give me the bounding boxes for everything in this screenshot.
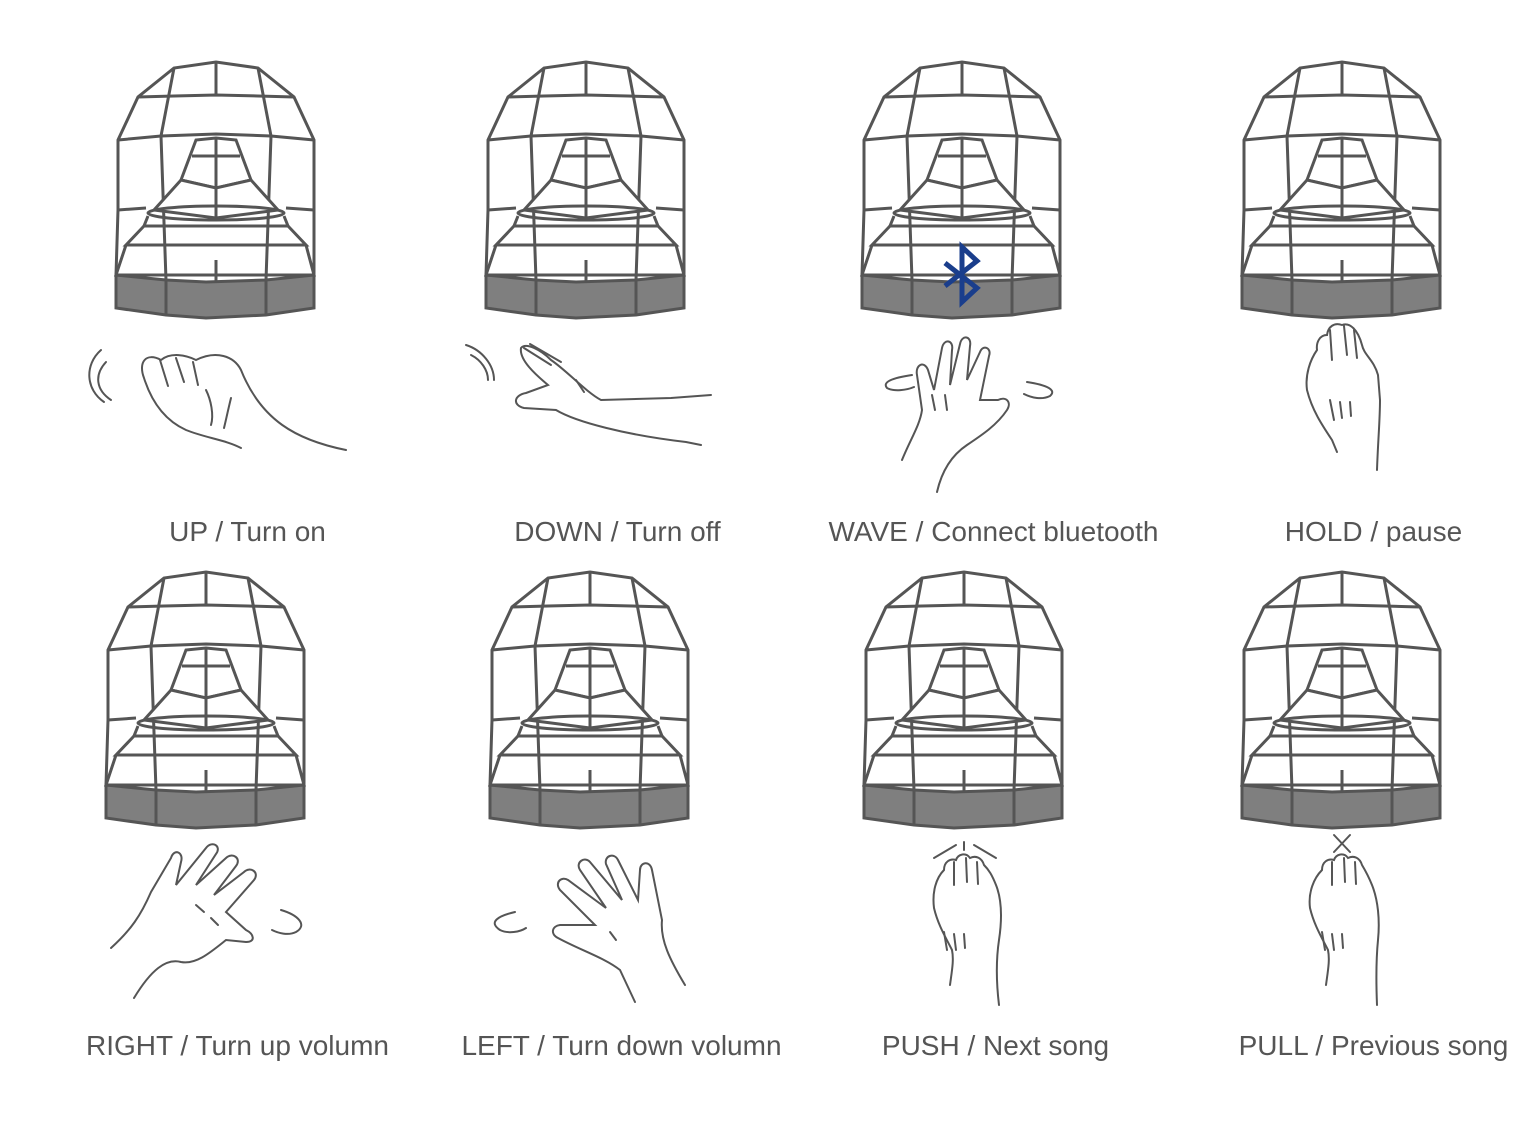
hand-left-icon <box>493 854 686 1003</box>
gesture-label: UP / Turn on <box>169 516 326 547</box>
gesture-label: RIGHT / Turn up volumn <box>86 1030 389 1061</box>
hand-down-icon <box>465 343 712 446</box>
gesture-label: PUSH / Next song <box>881 1030 1110 1061</box>
gesture-label: LEFT / Turn down volumn <box>461 1030 782 1061</box>
gesture-card-pull: PULL / Previous song <box>1182 540 1534 1100</box>
gesture-label: PULL / Previous song <box>1238 1030 1509 1061</box>
speaker-illustration <box>1240 570 1442 1006</box>
speaker-illustration <box>860 60 1062 493</box>
gesture-card-hold: HOLD / pause <box>1182 30 1534 590</box>
speaker-illustration <box>465 60 712 446</box>
gesture-card-wave: WAVE / Connect bluetooth <box>802 30 1185 590</box>
gesture-card-up: UP / Turn on <box>56 30 439 590</box>
gesture-label: HOLD / pause <box>1284 516 1463 547</box>
hand-pull-icon <box>1308 834 1380 1006</box>
speaker-illustration <box>104 570 306 999</box>
gesture-card-down: DOWN / Turn off <box>426 30 809 590</box>
gesture-label: DOWN / Turn off <box>514 516 721 547</box>
gesture-card-right: RIGHT / Turn up volumn <box>46 540 429 1100</box>
hand-wave-icon <box>884 336 1054 493</box>
gesture-card-left: LEFT / Turn down volumn <box>430 540 813 1100</box>
hand-push-icon <box>932 841 1002 1006</box>
gesture-card-push: PUSH / Next song <box>804 540 1187 1100</box>
hand-hold-icon <box>1305 323 1382 471</box>
hand-right-icon <box>110 843 303 999</box>
speaker-illustration <box>88 60 347 451</box>
gesture-label: WAVE / Connect bluetooth <box>828 516 1159 547</box>
bluetooth-icon <box>943 241 981 308</box>
speaker-illustration <box>488 570 690 1003</box>
hand-up-icon <box>88 349 347 451</box>
speaker-illustration <box>862 570 1064 1006</box>
speaker-illustration <box>1240 60 1442 471</box>
